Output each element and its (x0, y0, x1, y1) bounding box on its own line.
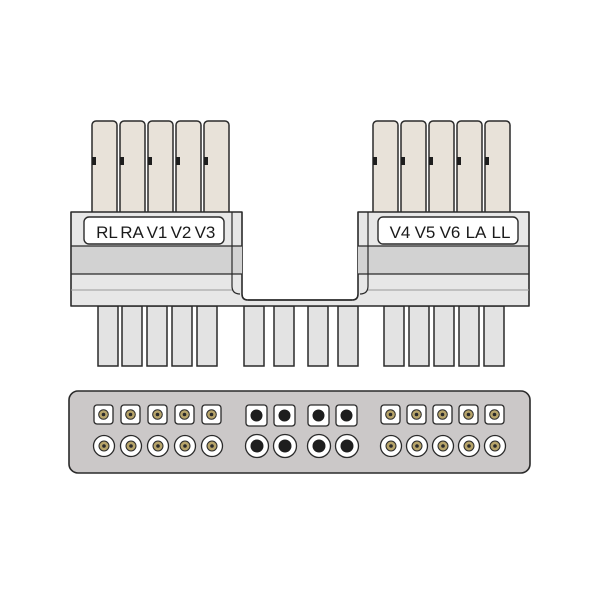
prong (433, 305, 455, 367)
square-socket (93, 404, 114, 425)
prong (408, 305, 430, 367)
round-socket (146, 434, 170, 458)
dark-round-socket (244, 433, 270, 459)
dark-socket (245, 404, 268, 427)
prong (196, 305, 218, 367)
prong (458, 305, 480, 367)
square-socket (484, 404, 505, 425)
prong (243, 305, 265, 367)
lead-pins-left (91, 120, 230, 232)
round-socket (92, 434, 116, 458)
dark-round-socket (306, 433, 332, 459)
lead-label-ll: LL (492, 223, 511, 242)
prong (383, 305, 405, 367)
square-socket (147, 404, 168, 425)
square-socket (120, 404, 141, 425)
socket-face-plate (68, 390, 531, 474)
left-label-plate: RL RA V1 V2 V3 (83, 216, 225, 245)
lead-label-v2: V2 (171, 223, 192, 242)
dark-socket (335, 404, 358, 427)
prong (483, 305, 505, 367)
lead-pin (147, 120, 174, 232)
lead-label-v1: V1 (147, 223, 168, 242)
square-socket (201, 404, 222, 425)
socket-row-lower (92, 433, 507, 459)
lead-label-v6: V6 (440, 223, 461, 242)
lead-label-rl: RL (96, 223, 118, 242)
round-socket (457, 434, 481, 458)
dark-socket (307, 404, 330, 427)
square-socket (458, 404, 479, 425)
square-socket (174, 404, 195, 425)
round-socket (483, 434, 507, 458)
prong (171, 305, 193, 367)
prong (307, 305, 329, 367)
socket-row-upper (93, 404, 505, 427)
prong (337, 305, 359, 367)
lead-label-v5: V5 (415, 223, 436, 242)
prong (121, 305, 143, 367)
right-label-plate: V4 V5 V6 LA LL (377, 216, 519, 245)
dark-socket (273, 404, 296, 427)
dark-round-socket (272, 433, 298, 459)
lower-prongs (97, 305, 505, 367)
prong (273, 305, 295, 367)
square-socket (406, 404, 427, 425)
lead-label-la: LA (466, 223, 487, 242)
round-socket (119, 434, 143, 458)
lead-label-v3: V3 (195, 223, 216, 242)
round-socket (200, 434, 224, 458)
lead-label-v4: V4 (390, 223, 411, 242)
prong (97, 305, 119, 367)
round-socket (379, 434, 403, 458)
round-socket (173, 434, 197, 458)
round-socket (431, 434, 455, 458)
square-socket (380, 404, 401, 425)
round-socket (405, 434, 429, 458)
lead-label-ra: RA (120, 223, 144, 242)
dark-round-socket (334, 433, 360, 459)
square-socket (432, 404, 453, 425)
lead-pin (91, 120, 118, 232)
prong (146, 305, 168, 367)
